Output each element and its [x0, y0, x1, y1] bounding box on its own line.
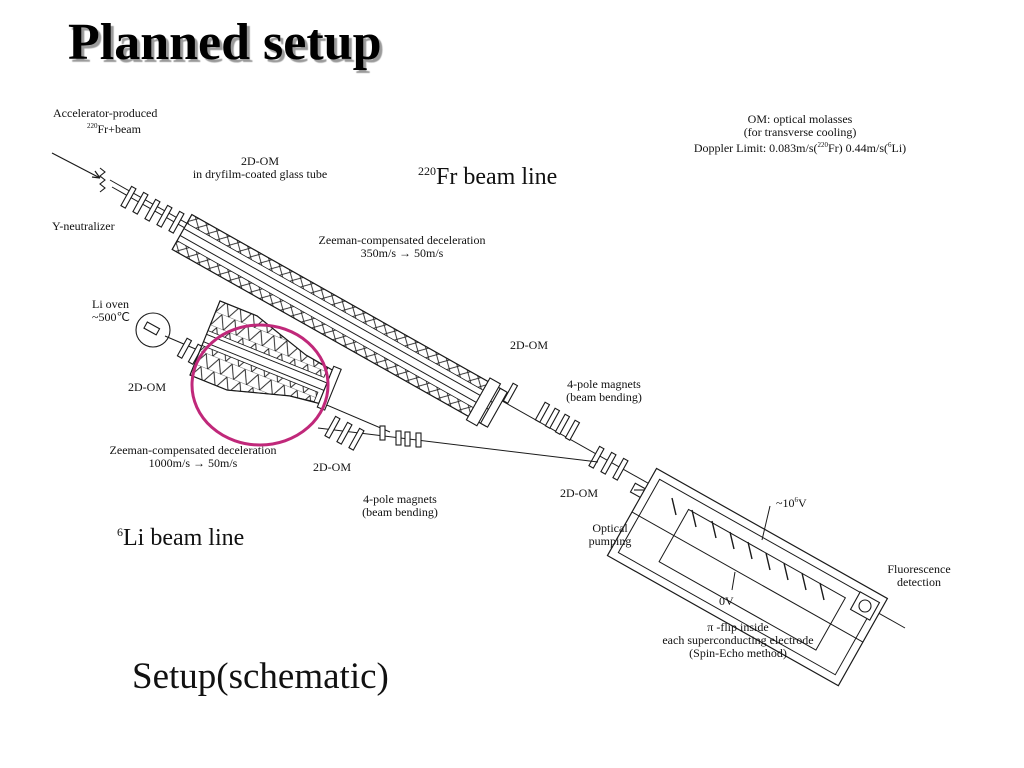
- li-oven-2dom-label: 2D-OM: [128, 380, 166, 394]
- slide-title: Planned setup: [68, 14, 382, 71]
- li-end-2dom-label: 2D-OM: [313, 460, 351, 474]
- li-quadrupole-magnets: [379, 425, 422, 448]
- high-voltage-label: ~106V: [776, 496, 807, 510]
- li-quadrupole-label: 4-pole magnets (beam bending): [362, 492, 438, 519]
- optical-pumping-label: Optical pumping: [588, 521, 632, 548]
- fluorescence-label: Fluorescence detection: [887, 562, 951, 589]
- caption: Setup(schematic): [132, 656, 389, 697]
- fluorescence-detector: [849, 591, 881, 621]
- fr-zeeman-slower: [171, 213, 508, 428]
- accelerator-label: Accelerator-produced 220Fr+beam: [53, 106, 158, 136]
- pi-flip-label: π -flip inside each superconducting elec…: [662, 620, 814, 660]
- fr-zeeman-label: Zeeman-compensated deceleration 350m/s →…: [318, 233, 486, 260]
- fr-beam-line-label: 220Fr beam line: [418, 164, 558, 190]
- li-beam-line-label: 6Li beam line: [117, 525, 245, 551]
- zero-volt-lead: [731, 571, 736, 591]
- li-oven: [135, 312, 171, 348]
- li-zeeman-label: Zeeman-compensated deceleration 1000m/s …: [109, 443, 277, 470]
- electrodes: [671, 497, 825, 601]
- fr-end-2dom-label: 2D-OM: [510, 338, 548, 352]
- om-legend: OM: optical molasses (for transverse coo…: [693, 112, 907, 155]
- fr-2dom-coils: [120, 185, 185, 234]
- neutralizer-wave: [99, 167, 106, 193]
- edm-chamber: [606, 467, 889, 687]
- y-neutralizer-label: Y-neutralizer: [52, 219, 115, 233]
- li-2dom-coils: [176, 337, 204, 365]
- li-zeeman-slower: [189, 300, 342, 411]
- li-to-merge-line: [317, 427, 599, 463]
- hv-lead: [761, 505, 771, 541]
- fr-quadrupole-magnets: [502, 382, 629, 481]
- zero-volt-label: 0V: [719, 594, 734, 608]
- incoming-beam-arrow: [51, 152, 101, 179]
- fr-2dom-glass-label: 2D-OM in dryfilm-coated glass tube: [192, 154, 328, 181]
- li-end-2dom-coils: [324, 415, 365, 451]
- fr-quadrupole-label: 4-pole magnets (beam bending): [566, 377, 642, 404]
- highlight-circle: [190, 323, 330, 447]
- li-oven-label: Li oven ~500℃: [92, 297, 130, 324]
- merge-2dom-label: 2D-OM: [560, 486, 598, 500]
